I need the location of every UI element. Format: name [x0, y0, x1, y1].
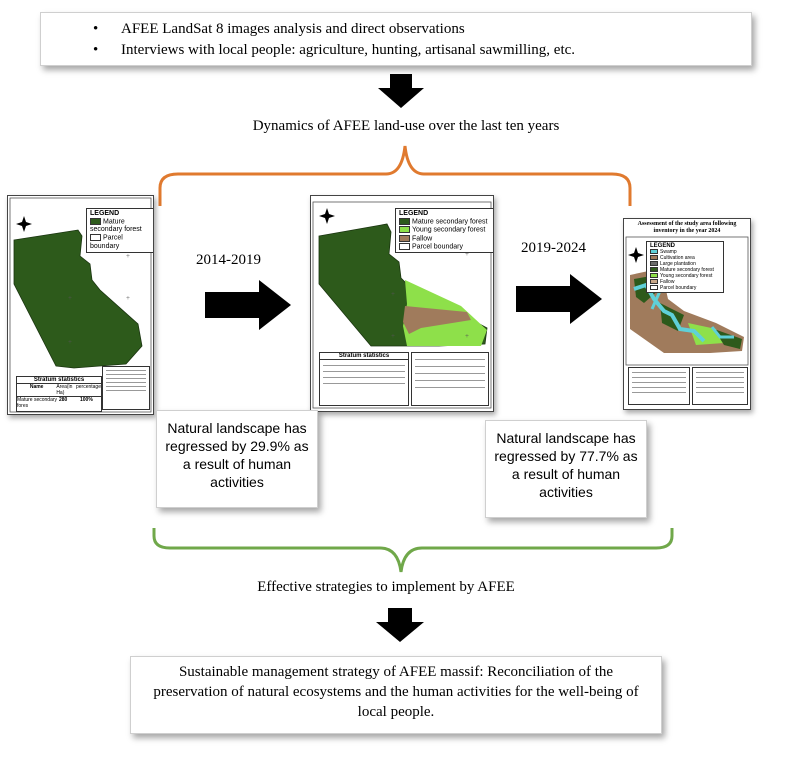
svg-text:+: +: [126, 294, 130, 302]
svg-text:+: +: [68, 338, 72, 346]
map2-legend: LEGEND Mature secondary forest Young sec…: [395, 208, 493, 254]
source-item-interviews: Interviews with local people: agricultur…: [81, 40, 751, 61]
sources-box: AFEE LandSat 8 images analysis and direc…: [40, 12, 752, 66]
map2-stats-table: Stratum statistics: [319, 352, 409, 406]
down-arrow-icon: [378, 74, 424, 108]
map1-legend: LEGEND Mature secondary forest Parcel bo…: [86, 208, 153, 253]
map-2024: Assessment of the study area following i…: [623, 218, 751, 410]
strategy-text: Sustainable management strategy of AFEE …: [153, 664, 639, 720]
orange-brace: [158, 145, 632, 206]
map3-stats-table: [628, 367, 690, 405]
right-arrow-icon: [205, 280, 291, 330]
period-label-1: 2014-2019: [196, 252, 261, 268]
svg-text:+: +: [465, 332, 469, 340]
green-brace: [152, 528, 674, 573]
map3-metadata: [692, 367, 748, 405]
dynamics-label: Dynamics of AFEE land-use over the last …: [252, 118, 560, 134]
period-label-2: 2019-2024: [521, 240, 586, 256]
map-2019: + + + + LEGEND Mature secondary forest Y…: [310, 195, 494, 412]
right-arrow-icon: [516, 274, 602, 324]
map2-metadata: [411, 352, 489, 406]
strategies-label: Effective strategies to implement by AFE…: [257, 579, 515, 595]
regression-note-1: Natural landscape has regressed by 29.9%…: [156, 410, 318, 508]
source-item-landsat: AFEE LandSat 8 images analysis and direc…: [81, 19, 751, 40]
regression-note-2: Natural landscape has regressed by 77.7%…: [485, 420, 647, 518]
svg-text:+: +: [391, 332, 395, 340]
map-2014: + + + + LEGEND Mature secondary forest P…: [7, 195, 154, 415]
svg-text:+: +: [126, 252, 130, 260]
svg-text:+: +: [465, 250, 469, 258]
down-arrow-icon: [376, 608, 424, 642]
map1-metadata: [102, 366, 150, 410]
svg-text:+: +: [391, 290, 395, 298]
map1-stats-table: Stratum statistics Name Area(in Ha) perc…: [16, 376, 102, 412]
svg-text:+: +: [68, 294, 72, 302]
strategy-box: Sustainable management strategy of AFEE …: [130, 656, 662, 734]
map3-title: Assessment of the study area following i…: [637, 221, 737, 234]
map3-legend: LEGEND Swamp Cultivation area Large plan…: [646, 241, 724, 293]
